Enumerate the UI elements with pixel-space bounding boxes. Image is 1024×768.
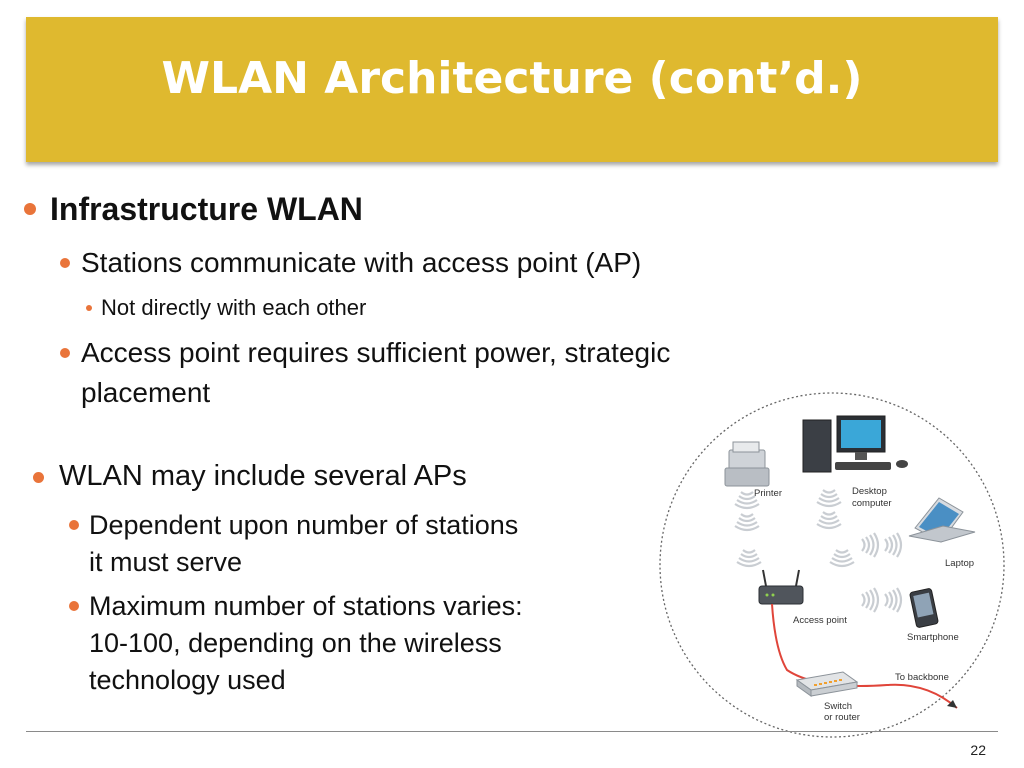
bullet-not-directly: Not directly with each other — [86, 295, 367, 320]
bullet-access-point-power: Access point requires sufficient power, … — [60, 333, 671, 413]
wlan-diagram: Printer Desktop computer Laptop Smartpho… — [659, 392, 1005, 738]
bullet-dot-icon — [60, 348, 70, 358]
laptop-label: Laptop — [945, 558, 974, 569]
bullet-text: Stations communicate with access point (… — [81, 247, 642, 278]
bullet-text-line: it must serve — [89, 547, 243, 577]
printer-icon — [724, 441, 770, 487]
title-bar: WLAN Architecture (cont’d.) — [26, 17, 998, 162]
bullet-several-aps: WLAN may include several APs — [33, 460, 467, 492]
bullet-maximum-stations: Maximum number of stations varies: 10-10… — [69, 588, 523, 699]
bullet-text-line: Access point requires sufficient power, … — [81, 337, 671, 368]
access-point-label: Access point — [793, 615, 847, 626]
bullet-text-line: 10-100, depending on the wireless — [89, 628, 502, 658]
bullet-text-line: Maximum number of stations varies: — [89, 591, 523, 621]
bullet-dependent-stations: Dependent upon number of stations it mus… — [69, 507, 519, 581]
slide-title: WLAN Architecture (cont’d.) — [161, 53, 863, 104]
desktop-label-line2: computer — [852, 498, 892, 509]
bullet-text-line: placement — [81, 377, 211, 408]
bullet-infrastructure-wlan: Infrastructure WLAN — [24, 191, 363, 227]
backbone-label: To backbone — [895, 672, 949, 683]
bullet-text: WLAN may include several APs — [59, 460, 467, 492]
footer-divider — [26, 731, 998, 732]
bullet-stations-communicate: Stations communicate with access point (… — [60, 247, 642, 278]
smartphone-icon — [909, 588, 939, 628]
bullet-dot-icon — [24, 203, 36, 215]
bullet-dot-icon — [86, 305, 92, 311]
smartphone-label: Smartphone — [907, 632, 959, 643]
bullet-text: Infrastructure WLAN — [50, 191, 363, 227]
switch-label-line1: Switch — [824, 701, 852, 712]
coverage-circle — [659, 392, 1005, 738]
laptop-icon — [908, 497, 976, 543]
switch-label-line2: or router — [824, 712, 860, 723]
bullet-text-line: technology used — [89, 665, 286, 695]
bullet-text: Not directly with each other — [101, 295, 367, 320]
backbone-arrow-icon — [947, 700, 957, 708]
bullet-dot-icon — [69, 520, 79, 530]
bullet-dot-icon — [33, 472, 44, 483]
page-number: 22 — [970, 742, 986, 758]
desktop-label-line1: Desktop — [852, 486, 887, 497]
access-point-icon — [758, 569, 804, 605]
bullet-text-line: Dependent upon number of stations — [89, 510, 519, 540]
printer-label: Printer — [754, 488, 782, 499]
desktop-computer-icon — [802, 415, 908, 473]
bullet-dot-icon — [60, 258, 70, 268]
switch-router-icon — [795, 671, 859, 697]
bullet-dot-icon — [69, 601, 79, 611]
